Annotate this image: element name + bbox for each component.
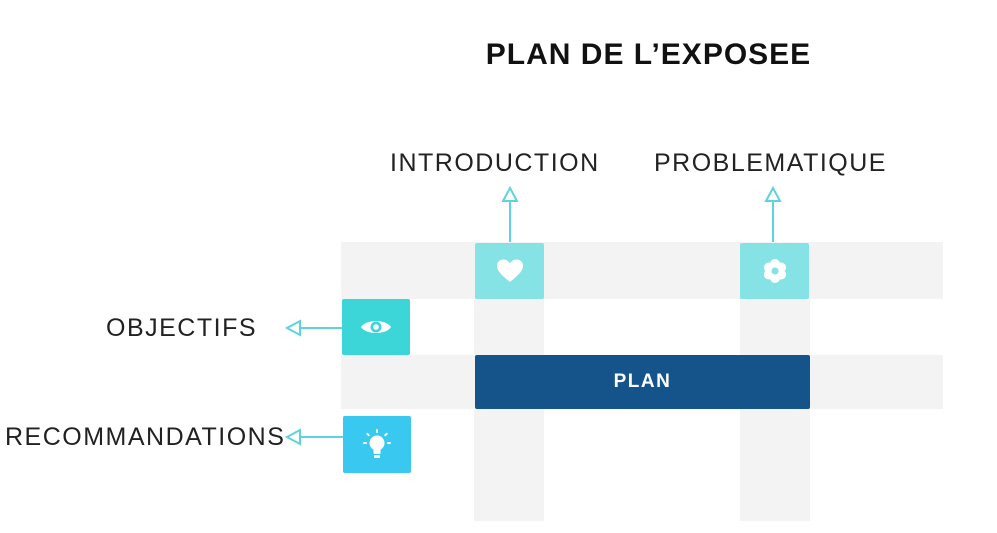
page-title: PLAN DE L’EXPOSEE — [485, 38, 812, 71]
objectifs-box — [342, 299, 410, 355]
introduction-label: INTRODUCTION — [390, 149, 600, 177]
problematique-label: PROBLEMATIQUE — [654, 149, 887, 177]
problematique-arrowhead — [764, 185, 782, 202]
lightbulb-icon — [363, 428, 391, 458]
objectifs-arrowhead — [284, 319, 301, 337]
top-horizontal-band — [341, 242, 943, 299]
eye-icon — [361, 321, 391, 333]
recommandations-arrowhead — [284, 428, 301, 446]
recommandations-label: RECOMMANDATIONS — [5, 423, 286, 451]
plan-label: PLAN — [613, 371, 672, 392]
problematique-box — [740, 243, 809, 299]
plan-bar: PLAN — [475, 355, 810, 409]
recommandations-box — [343, 416, 411, 473]
heart-icon — [496, 259, 523, 282]
introduction-arrowhead — [501, 185, 519, 202]
introduction-box — [475, 243, 544, 299]
flower-icon — [763, 259, 786, 283]
objectifs-label: OBJECTIFS — [106, 314, 258, 342]
